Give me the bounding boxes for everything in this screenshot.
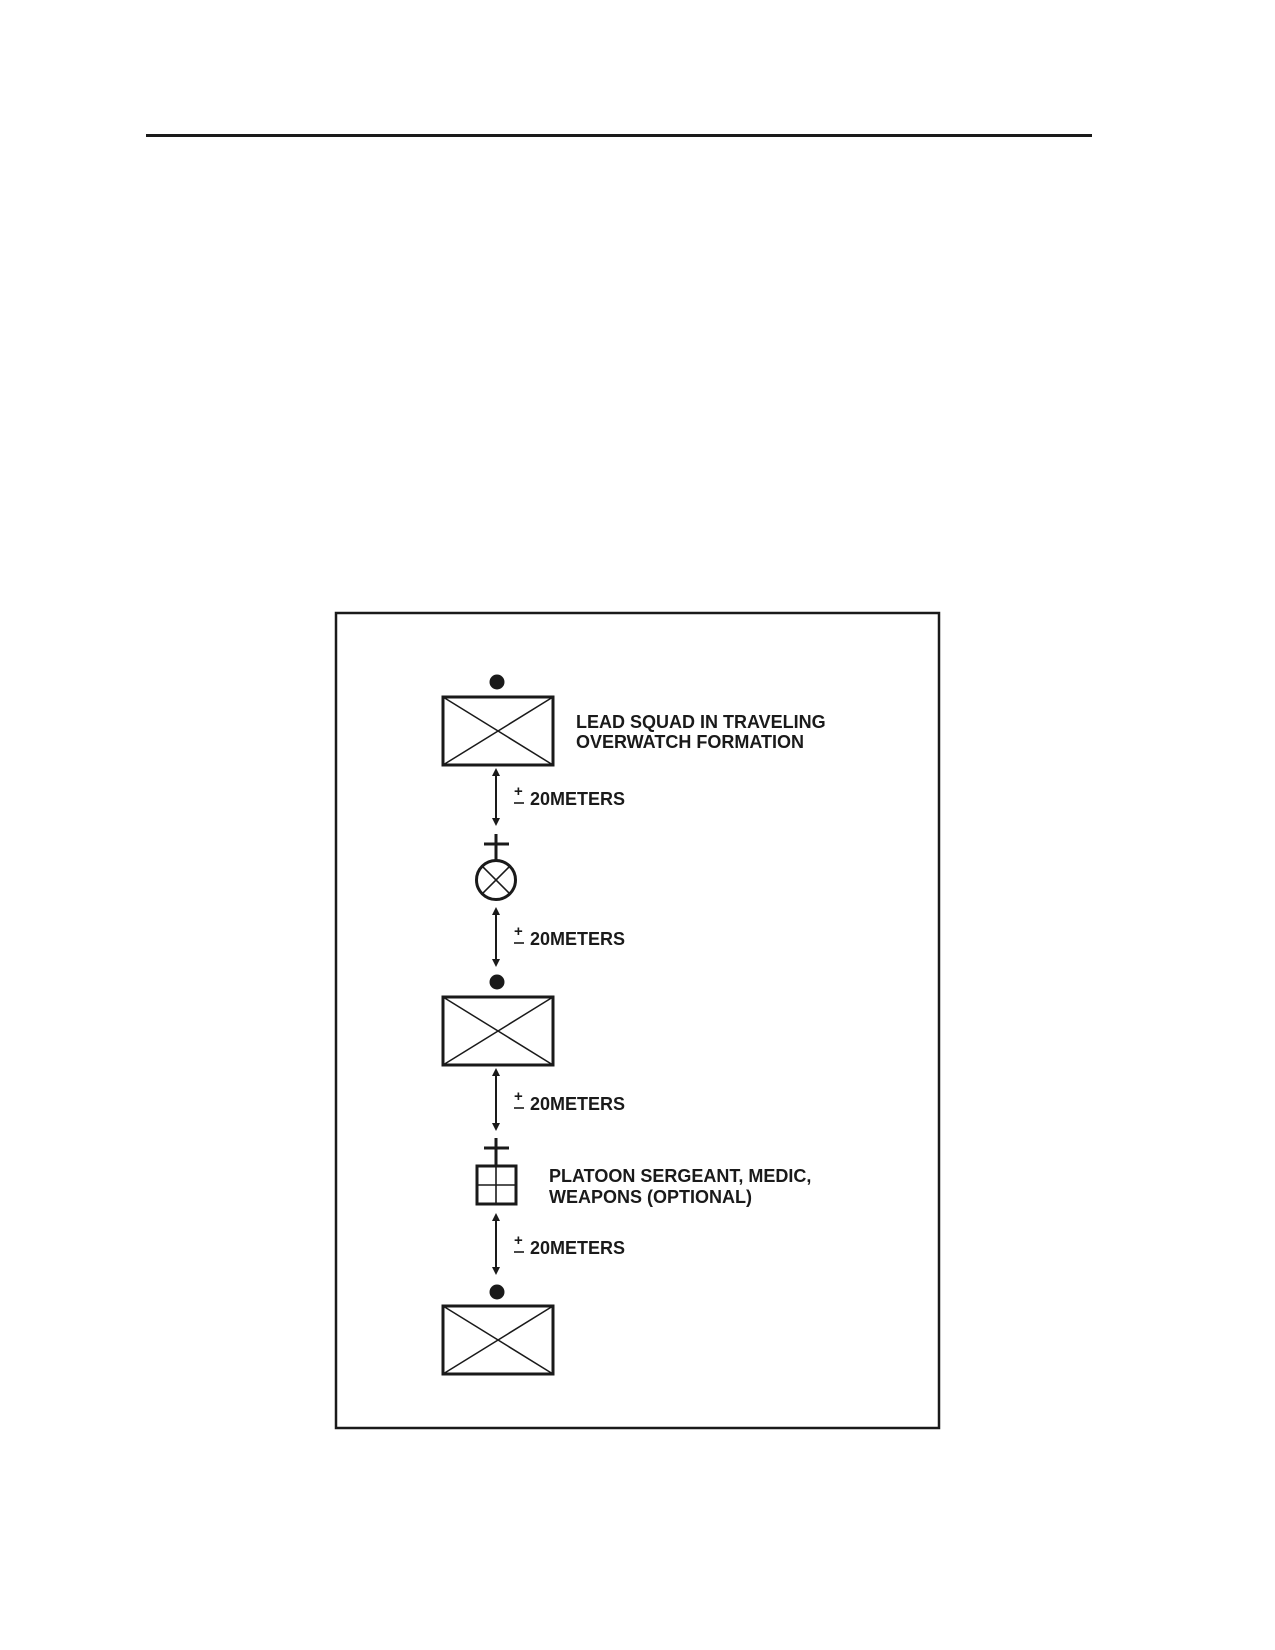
platoon-leader-symbol-icon: [475, 834, 517, 901]
squad-leader-dot-icon: [489, 674, 505, 690]
lead-squad-symbol-icon: [441, 674, 555, 767]
distance-label-1: + 20METERS: [514, 783, 625, 809]
figure-frame: [334, 611, 941, 1430]
squad-symbol-icon: [441, 974, 555, 1067]
platoon-sergeant-label-line1: PLATOON SERGEANT, MEDIC,: [549, 1166, 811, 1186]
distance-label-3: + 20METERS: [514, 1088, 625, 1114]
plus-minus-sign: +: [514, 923, 523, 940]
platoon-sergeant-label-line2: WEAPONS (OPTIONAL): [549, 1187, 752, 1207]
distance-label-2: + 20METERS: [514, 923, 625, 949]
lead-squad-label-line1: LEAD SQUAD IN TRAVELING: [576, 712, 826, 732]
lead-squad-label-line2: OVERWATCH FORMATION: [576, 732, 804, 752]
distance-text: 20METERS: [530, 1238, 625, 1258]
distance-text: 20METERS: [530, 1094, 625, 1114]
plus-minus-sign: +: [514, 783, 523, 800]
squad-leader-dot-icon: [489, 1284, 505, 1300]
platoon-sergeant-symbol-icon: [475, 1138, 518, 1206]
header-rule: [146, 134, 1092, 137]
squad-symbol-icon: [441, 1284, 555, 1376]
plus-minus-sign: +: [514, 1088, 523, 1105]
squad-leader-dot-icon: [489, 974, 505, 990]
distance-text: 20METERS: [530, 929, 625, 949]
distance-label-4: + 20METERS: [514, 1232, 625, 1258]
distance-text: 20METERS: [530, 789, 625, 809]
plus-minus-sign: +: [514, 1232, 523, 1249]
